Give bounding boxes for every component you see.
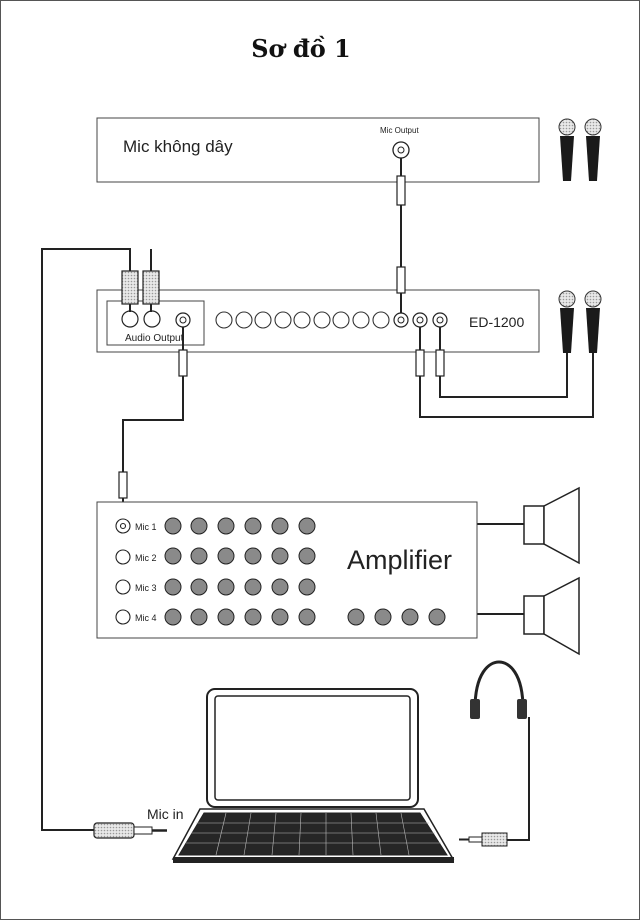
mixer-knobs bbox=[215, 311, 390, 329]
laptop-icon bbox=[171, 688, 455, 863]
mixer-ed1200: Audio Output ED-1200 bbox=[96, 289, 540, 353]
mic-in-label: Mic in bbox=[147, 806, 184, 822]
headphones-icon bbox=[470, 660, 527, 719]
amp-knob-grid bbox=[164, 517, 446, 626]
microphone-icon bbox=[558, 118, 576, 181]
microphone-icon bbox=[584, 118, 602, 181]
amplifier: Mic 1 Mic 2 Mic 3 Mic 4 Amplifier bbox=[96, 501, 478, 639]
microphone-icon bbox=[584, 290, 602, 353]
amp-input-mic1: Mic 1 bbox=[135, 522, 157, 532]
amplifier-label: Amplifier bbox=[347, 545, 452, 575]
amp-input-mic3: Mic 3 bbox=[135, 583, 157, 593]
speaker-icon bbox=[523, 576, 580, 656]
mic-output-label: Mic Output bbox=[380, 126, 419, 135]
rca-plug-icon bbox=[121, 270, 160, 312]
jack-plug-icon bbox=[93, 822, 167, 839]
diagram-title: Sơ đồ 1 bbox=[251, 34, 351, 63]
wireless-mic-receiver: Mic không dây Mic Output bbox=[96, 117, 540, 183]
mixer-label: ED-1200 bbox=[469, 314, 524, 330]
microphone-icon bbox=[558, 290, 576, 353]
speaker-icon bbox=[523, 486, 580, 565]
jack-plug-icon bbox=[459, 832, 508, 847]
amp-input-jacks bbox=[115, 518, 131, 625]
amp-input-mic4: Mic 4 bbox=[135, 613, 157, 623]
rca-jack-left bbox=[121, 310, 139, 328]
audio-output-label: Audio Output bbox=[125, 333, 184, 344]
rca-jack-right bbox=[143, 310, 161, 328]
wireless-mic-label: Mic không dây bbox=[123, 137, 233, 156]
jack-plug-icon bbox=[118, 175, 445, 499]
amp-input-mic2: Mic 2 bbox=[135, 553, 157, 563]
